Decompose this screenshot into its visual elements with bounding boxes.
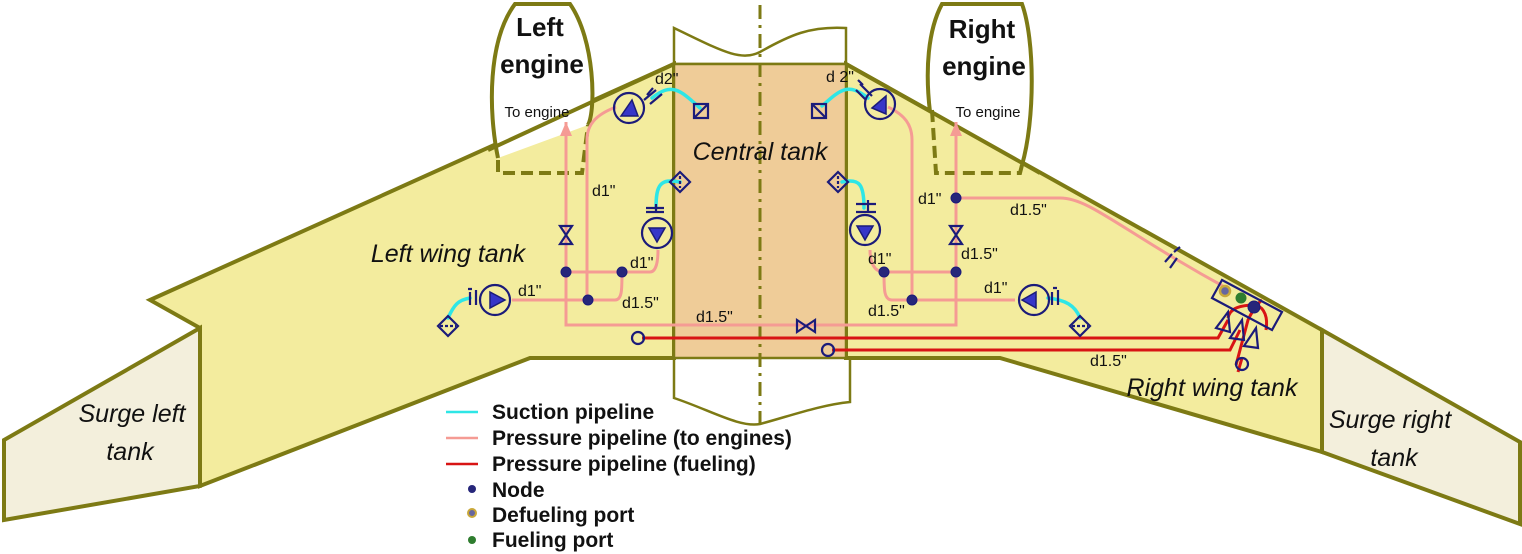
- legend-node-swatch: [468, 485, 476, 493]
- pipe-label: d1.5": [696, 309, 733, 326]
- pipe-label: d1": [918, 191, 941, 208]
- suction-line: [820, 87, 870, 108]
- pressure-line: [882, 271, 1015, 302]
- left-engine-nacelle: [489, 1, 595, 159]
- strainer-icon: [668, 170, 692, 194]
- fueling-line: [642, 319, 1230, 340]
- pressure-line: [956, 196, 1231, 292]
- pipe-label: d1": [630, 255, 653, 272]
- pipe-label: d1": [518, 283, 541, 300]
- crossfeed-valve-icon: [795, 317, 817, 335]
- check-valve-icon: [1164, 246, 1181, 269]
- node-dot: [560, 266, 572, 278]
- pipe-label: d 2": [826, 69, 854, 86]
- check-valve-icon: [1050, 286, 1060, 305]
- right-engine-dashed: [930, 109, 1024, 175]
- fueling-inlet-icon: [820, 342, 836, 358]
- left-wing-tank-label: Left wing tank: [371, 240, 527, 268]
- pipe-label: d1.5": [1090, 353, 1127, 370]
- check-valve-icon: [856, 200, 876, 214]
- surge-right-label-2: tank: [1370, 444, 1419, 472]
- strainer-icon: [436, 314, 460, 338]
- legend-label: Pressure pipeline (fueling): [492, 453, 756, 476]
- defueling-port-dot: [1218, 284, 1232, 298]
- pressure-line: [512, 271, 624, 302]
- fueling-panel: [1210, 278, 1284, 332]
- pipe-label: d1": [868, 251, 891, 268]
- surge-right-label-1: Surge right: [1329, 406, 1452, 434]
- right-engine-label-2: engine: [942, 51, 1026, 81]
- fuselage-bottom: [672, 355, 852, 426]
- pipe-label: d1.5": [961, 246, 998, 263]
- pump-icon: [1017, 283, 1051, 317]
- node-dot: [1247, 300, 1261, 314]
- node-dot: [582, 294, 594, 306]
- strainer-icon: [1068, 314, 1092, 338]
- node-dot: [950, 192, 962, 204]
- surge-right-tank-shape: [1320, 326, 1522, 527]
- fueling-line: [832, 329, 1242, 352]
- node-dot: [878, 266, 890, 278]
- left-engine-dashed: [496, 124, 590, 175]
- legend-label: Pressure pipeline (to engines): [492, 427, 792, 450]
- pipe-label: d1": [984, 280, 1007, 297]
- fuselage-top: [672, 26, 848, 66]
- pipe-label: d1": [592, 183, 615, 200]
- legend-defueling-swatch: [467, 508, 477, 518]
- pump-icon: [640, 216, 674, 250]
- right-wing-tank-label: Right wing tank: [1127, 374, 1299, 402]
- legend-label: Defueling port: [492, 504, 634, 527]
- arrow-to-right-engine: [950, 122, 962, 136]
- legend-label: Node: [492, 479, 545, 502]
- left-engine-label-2: engine: [500, 49, 584, 79]
- fueling-port-dot: [1235, 292, 1247, 304]
- right-leading-edge: [845, 62, 1041, 175]
- central-tank-label: Central tank: [693, 138, 829, 166]
- pump-icon: [612, 91, 646, 125]
- suction-line: [446, 296, 472, 320]
- pressure-line: [622, 249, 660, 274]
- legend-label: Fueling port: [492, 529, 613, 552]
- fueling-check-valves: [1214, 309, 1260, 350]
- pressure-line: [564, 122, 852, 327]
- check-valve-icon: [855, 79, 873, 101]
- right-to-engine-label: To engine: [955, 104, 1020, 121]
- pump-icon: [863, 87, 897, 121]
- tank-inlet-icon: [810, 102, 828, 120]
- pipe-label: d1.5": [622, 295, 659, 312]
- shutoff-valve-icon: [557, 224, 575, 246]
- arrow-to-left-engine: [560, 122, 572, 136]
- pump-icon: [478, 283, 512, 317]
- pump-icon: [848, 213, 882, 247]
- legend-fueling-swatch: [468, 536, 476, 544]
- node-dot: [906, 294, 918, 306]
- pipe-label: d1.5": [868, 303, 905, 320]
- left-engine-label-1: Left: [516, 12, 564, 42]
- left-leading-edge: [487, 62, 675, 152]
- shutoff-valve-icon: [947, 224, 965, 246]
- surge-left-label-1: Surge left: [78, 400, 186, 428]
- fueling-inlet-icon: [1234, 356, 1250, 372]
- check-valve-icon: [646, 204, 664, 214]
- left-to-engine-label: To engine: [504, 104, 569, 121]
- fueling-inlet-icon: [630, 330, 646, 346]
- pressure-line: [585, 105, 617, 300]
- pipe-label: d1.5": [1010, 202, 1047, 219]
- surge-left-label-2: tank: [106, 438, 155, 466]
- check-valve-icon: [643, 87, 663, 105]
- pressure-line: [768, 122, 958, 327]
- right-engine-label-1: Right: [949, 14, 1016, 44]
- legend-label: Suction pipeline: [492, 401, 654, 424]
- legend: Suction pipeline Pressure pipeline (to e…: [446, 401, 792, 552]
- check-valve-icon: [468, 287, 478, 305]
- suction-line: [654, 179, 682, 210]
- surge-left-tank-shape: [2, 324, 202, 523]
- node-dot: [950, 266, 962, 278]
- node-dot: [616, 266, 628, 278]
- strainer-icon: [826, 170, 850, 194]
- pipe-label: d2": [655, 71, 678, 88]
- tank-inlet-icon: [692, 102, 710, 120]
